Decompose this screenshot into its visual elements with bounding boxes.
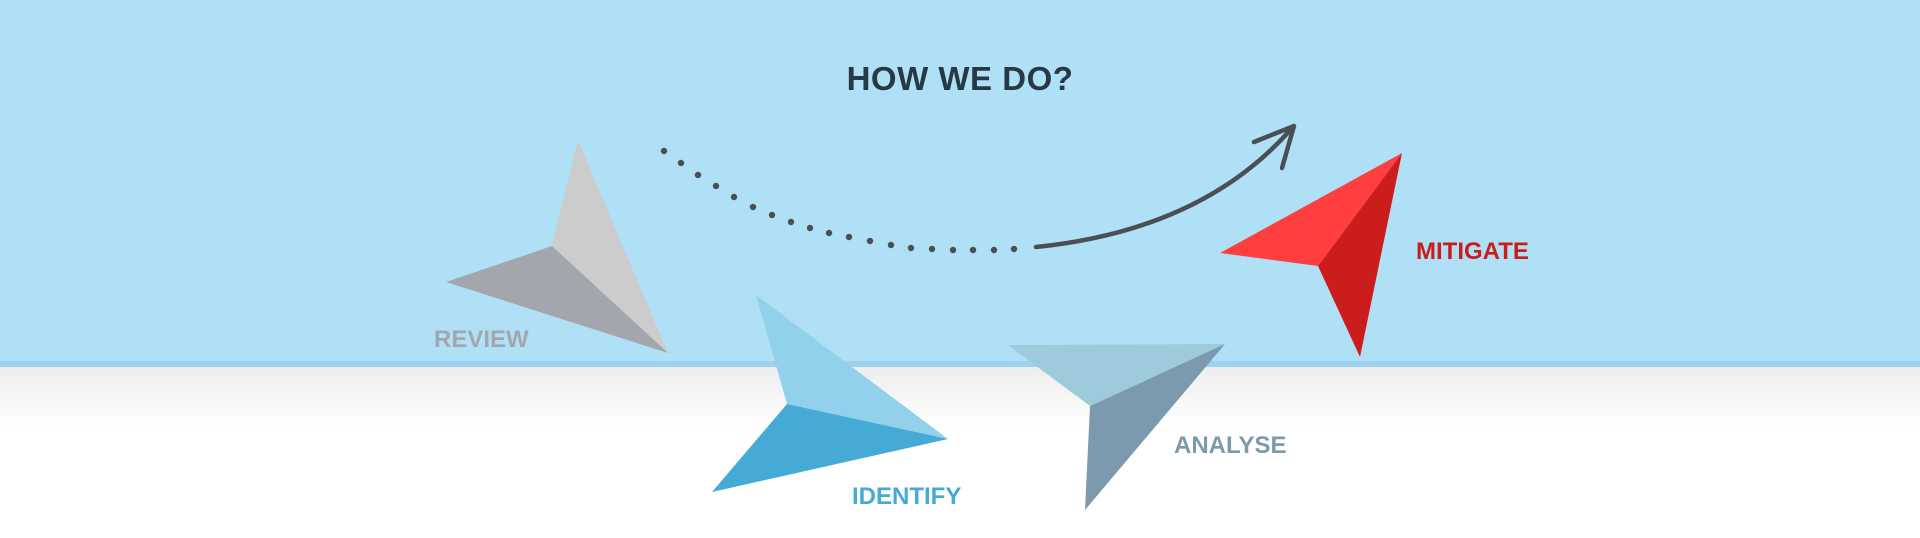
diagram-title: HOW WE DO? (846, 60, 1074, 97)
ground-shadow (0, 367, 1920, 427)
step-label-review: REVIEW (434, 326, 529, 353)
step-label-identify: IDENTIFY (852, 483, 962, 510)
step-label-analyse: ANALYSE (1174, 432, 1287, 459)
flight-path-arrow-icon (660, 123, 1297, 254)
sky-background (0, 0, 1920, 363)
analyse-paper-plane-icon (1008, 344, 1225, 510)
step-label-mitigate: MITIGATE (1416, 238, 1529, 265)
horizon-line (0, 361, 1920, 367)
review-paper-plane-icon (446, 140, 668, 353)
identify-paper-plane-icon (712, 295, 948, 492)
mitigate-paper-plane-icon (1220, 153, 1402, 357)
